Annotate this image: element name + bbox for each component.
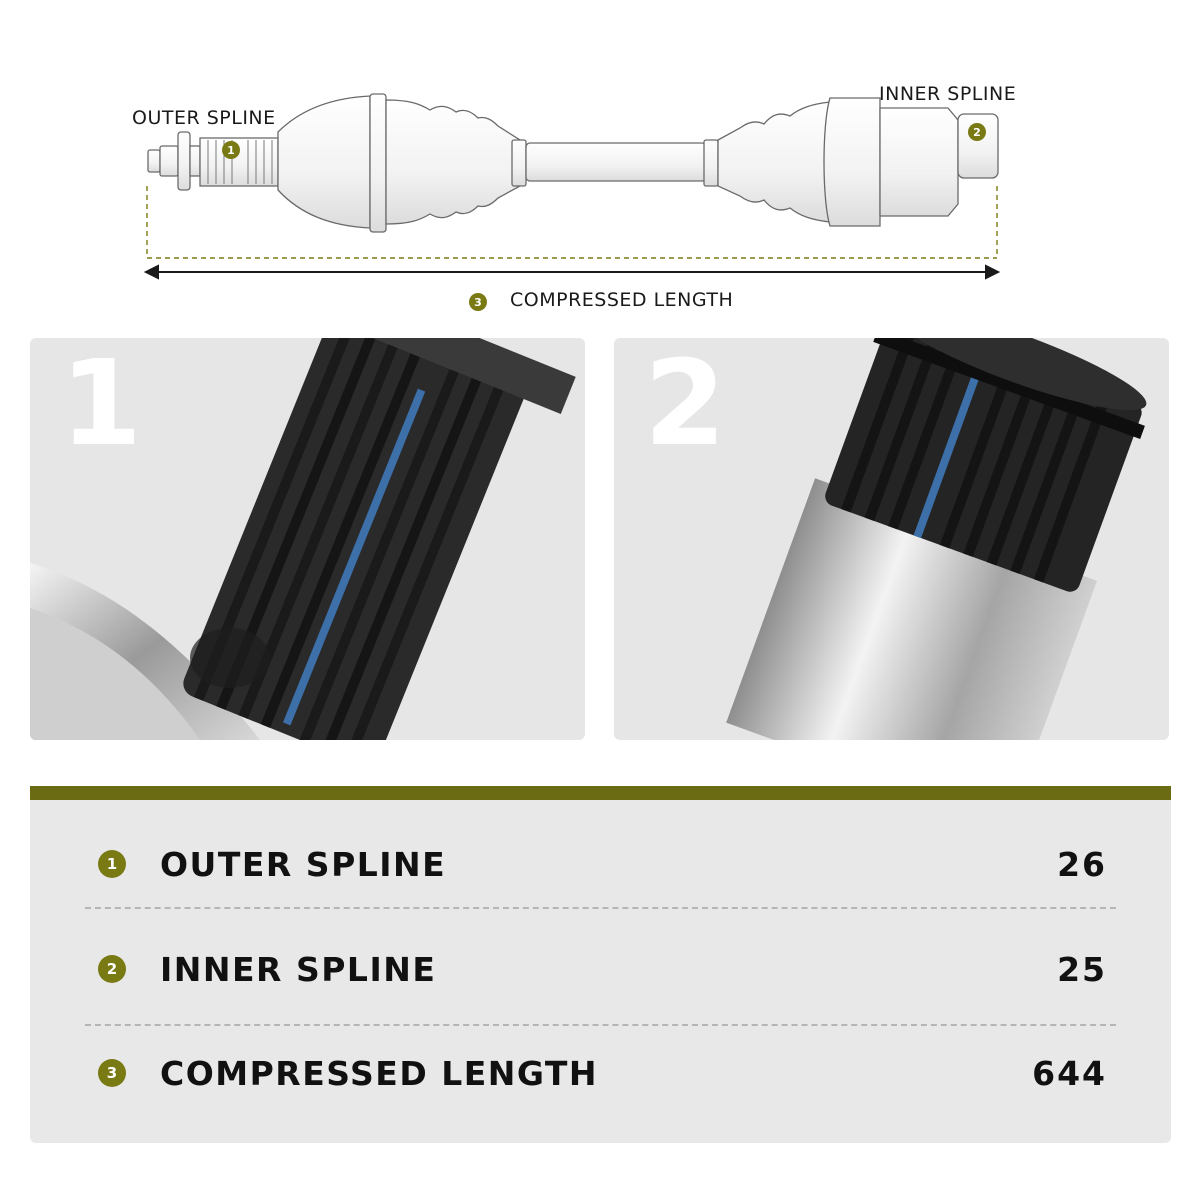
inner-boot (717, 101, 831, 223)
outer-boot (385, 99, 521, 225)
row-divider (85, 1024, 1116, 1026)
spec-row-outer-spline: 1 OUTER SPLINE 26 (30, 812, 1171, 916)
panel-number-1: 1 (60, 338, 143, 472)
badge-2-icon: 2 (98, 955, 126, 983)
inner-tripod-housing (879, 107, 959, 217)
outer-stub-tip (147, 149, 161, 173)
spec-label: INNER SPLINE (160, 949, 437, 989)
outer-spline-closeup-image (30, 338, 576, 740)
badge-3-icon: 3 (98, 1059, 126, 1087)
axle-diagram: 1 2 3 OUTER SPLINE INNER SPLINE COMPRESS… (0, 0, 1200, 330)
badge-3-icon: 3 (469, 293, 487, 311)
inner-cv-housing (823, 97, 881, 227)
spec-label: OUTER SPLINE (160, 844, 447, 884)
outer-spline-callout: OUTER SPLINE (132, 107, 276, 129)
spec-row-compressed-length: 3 COMPRESSED LENGTH 644 (30, 1021, 1171, 1125)
row-divider (85, 907, 1116, 909)
spec-value: 26 (1057, 844, 1107, 884)
badge-2-icon: 2 (968, 123, 986, 141)
inner-spline-photo-panel: 2 (614, 338, 1169, 740)
spec-table-accent-bar (30, 786, 1171, 800)
outer-washer (177, 131, 191, 191)
cv-axle-drawing (143, 93, 1001, 280)
outer-spline-photo-panel: 1 (30, 338, 585, 740)
inner-spline-closeup-image (726, 338, 1147, 740)
badge-1-icon: 1 (98, 850, 126, 878)
spec-label: COMPRESSED LENGTH (160, 1053, 599, 1093)
compressed-length-callout: COMPRESSED LENGTH (510, 289, 734, 311)
spec-table: 1 OUTER SPLINE 26 2 INNER SPLINE 25 3 CO… (30, 800, 1171, 1143)
spec-value: 25 (1057, 949, 1107, 989)
length-arrow (143, 264, 1001, 280)
inner-spline-callout: INNER SPLINE (879, 83, 1017, 105)
badge-1-icon: 1 (222, 141, 240, 159)
outer-cv-housing (277, 95, 371, 229)
panel-number-2: 2 (644, 338, 727, 472)
spec-row-inner-spline: 2 INNER SPLINE 25 (30, 917, 1171, 1021)
center-shaft (525, 142, 707, 182)
spec-value: 644 (1032, 1053, 1107, 1093)
